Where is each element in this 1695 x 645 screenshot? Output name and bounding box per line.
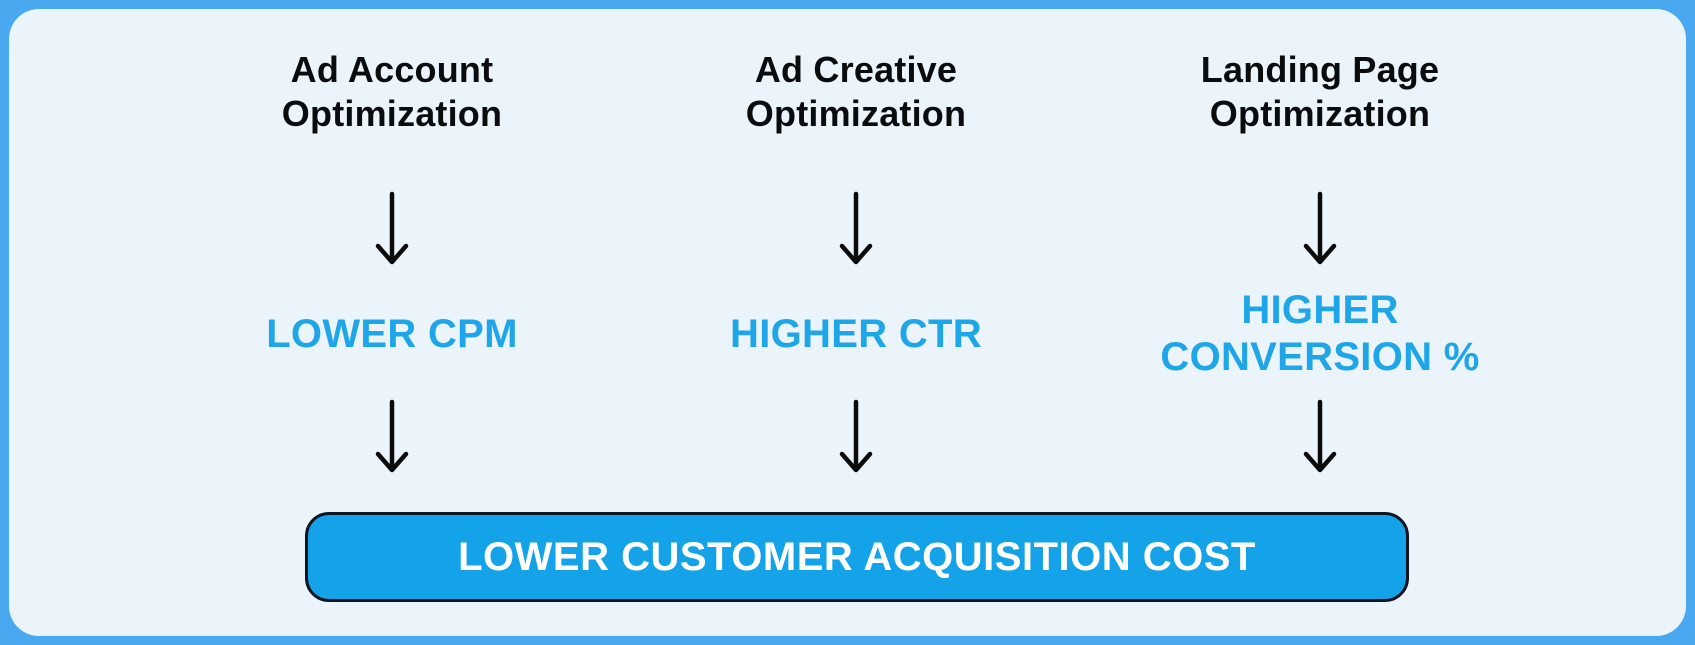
column-ad-creative: Ad Creative Optimization HIGHER CTR [624,9,1088,477]
column-heading: Ad Creative Optimization [745,49,967,134]
outcome-slot: HIGHER CONVERSION % [1160,269,1479,399]
outcome-label: HIGHER CONVERSION % [1160,288,1480,379]
down-arrow-icon [839,191,873,265]
down-arrow-icon [1303,191,1337,265]
down-arrow-icon [375,399,409,473]
outcome-slot: HIGHER CTR [730,269,982,399]
column-ad-account: Ad Account Optimization LOWER CPM [160,9,624,477]
down-arrow-icon [839,399,873,473]
outcome-slot: LOWER CPM [266,269,518,399]
down-arrow-icon [1303,399,1337,473]
outcome-label: LOWER CPM [266,311,518,356]
result-node: LOWER CUSTOMER ACQUISITION COST [305,512,1409,602]
diagram-panel: Ad Account Optimization LOWER CPM Ad Cre… [9,9,1686,636]
outcome-label: HIGHER CTR [730,311,982,356]
column-landing-page: Landing Page Optimization HIGHER CONVERS… [1088,9,1552,477]
optimization-columns: Ad Account Optimization LOWER CPM Ad Cre… [160,9,1552,477]
column-heading: Ad Account Optimization [281,49,503,134]
column-heading: Landing Page Optimization [1200,49,1440,134]
down-arrow-icon [375,191,409,265]
result-label: LOWER CUSTOMER ACQUISITION COST [458,534,1256,579]
